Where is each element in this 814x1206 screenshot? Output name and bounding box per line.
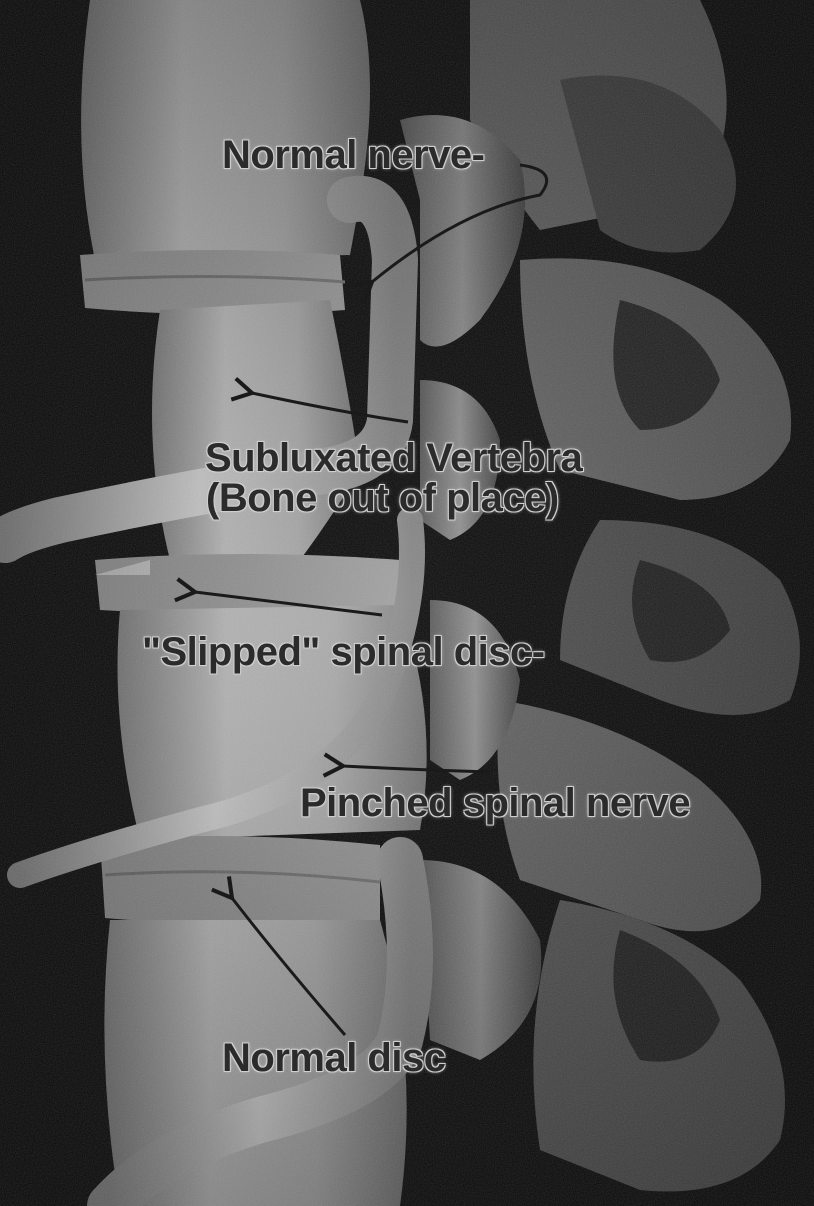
label-bone-out-of-place: (Bone out of place) <box>206 478 559 518</box>
label-pinched-nerve: Pinched spinal nerve <box>300 783 690 823</box>
label-normal-nerve: Normal nerve- <box>222 135 484 175</box>
label-slipped-disc: "Slipped" spinal disc- <box>142 632 545 672</box>
label-subluxated-vertebra: Subluxated Vertebra <box>205 438 582 478</box>
label-normal-disc: Normal disc <box>222 1038 445 1078</box>
